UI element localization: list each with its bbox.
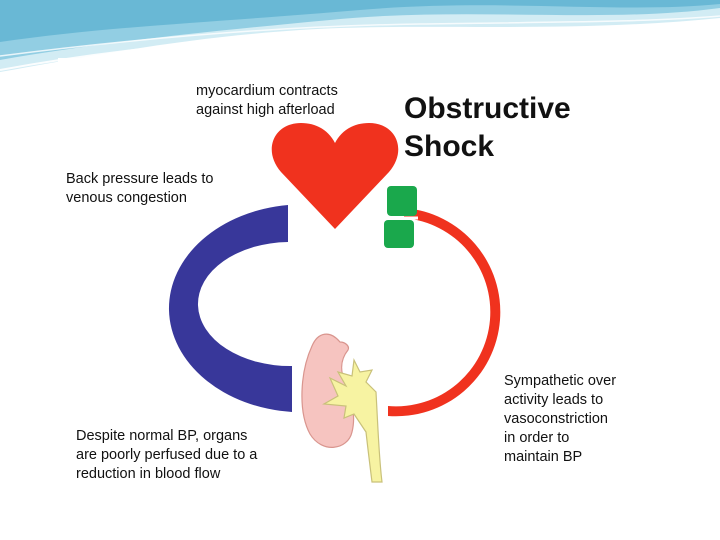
title-line-2: Shock — [404, 128, 571, 166]
label-myocardium: myocardium contracts against high afterl… — [196, 82, 338, 120]
label-sympathetic: Sympathetic over activity leads to vasoc… — [504, 372, 616, 467]
diagram-title: Obstructive Shock — [404, 90, 571, 166]
label-perfusion: Despite normal BP, organs are poorly per… — [76, 427, 257, 484]
label-myocardium-line-1: myocardium contracts — [196, 82, 338, 101]
heart-icon — [272, 123, 399, 229]
kidney-icon — [302, 334, 382, 482]
label-back-pressure-line-2: venous congestion — [66, 189, 214, 208]
label-perfusion-line-3: reduction in blood flow — [76, 465, 257, 484]
label-back-pressure: Back pressure leads to venous congestion — [66, 170, 214, 208]
label-back-pressure-line-1: Back pressure leads to — [66, 170, 214, 189]
label-sympathetic-line-3: vasoconstriction — [504, 410, 616, 429]
title-line-1: Obstructive — [404, 90, 571, 128]
label-sympathetic-line-5: maintain BP — [504, 448, 616, 467]
label-myocardium-line-2: against high afterload — [196, 101, 338, 120]
label-sympathetic-line-2: activity leads to — [504, 391, 616, 410]
label-perfusion-line-2: are poorly perfused due to a — [76, 446, 257, 465]
label-sympathetic-line-1: Sympathetic over — [504, 372, 616, 391]
label-sympathetic-line-4: in order to — [504, 429, 616, 448]
label-perfusion-line-1: Despite normal BP, organs — [76, 427, 257, 446]
venous-return-arc — [169, 205, 292, 412]
obstruction-clamp-icon — [384, 186, 418, 248]
